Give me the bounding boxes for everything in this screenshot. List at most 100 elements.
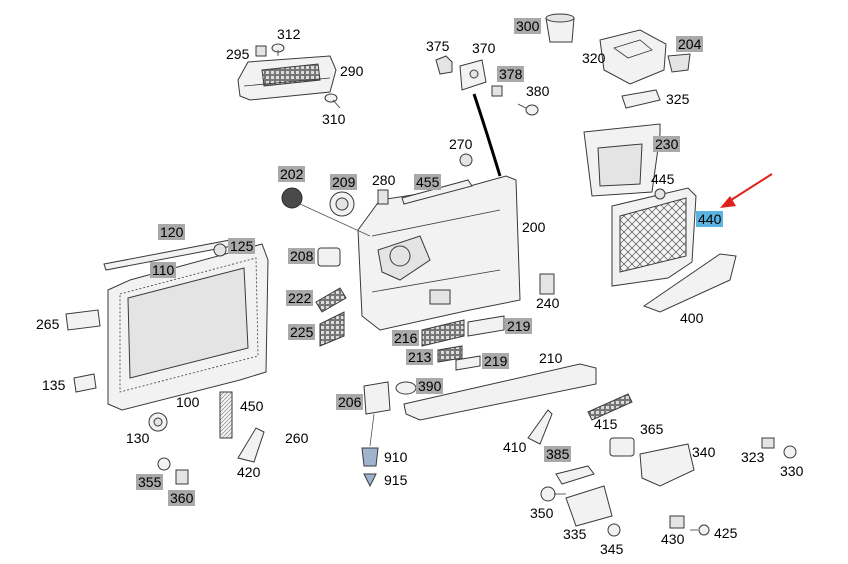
label-120[interactable]: 120	[158, 224, 186, 240]
label-425[interactable]: 425	[714, 525, 738, 541]
label-450[interactable]: 450	[240, 398, 264, 414]
label-440[interactable]: 440	[696, 211, 724, 227]
part-365-button[interactable]	[609, 437, 635, 457]
label-335[interactable]: 335	[563, 526, 587, 542]
label-270[interactable]: 270	[449, 136, 473, 152]
part-280-block[interactable]	[377, 189, 389, 205]
part-265-bracket[interactable]	[65, 309, 101, 331]
label-390[interactable]: 390	[416, 378, 444, 394]
label-320[interactable]: 320	[582, 50, 606, 66]
label-230[interactable]: 230	[653, 136, 681, 152]
part-350-bolt[interactable]	[540, 486, 566, 502]
part-415-vent[interactable]	[587, 393, 633, 421]
part-425-screw[interactable]	[690, 524, 710, 536]
part-385-latch[interactable]	[555, 465, 595, 485]
part-375-clip[interactable]	[435, 55, 453, 75]
label-213[interactable]: 213	[406, 349, 434, 365]
part-216-grille[interactable]	[421, 319, 465, 347]
part-230-frame[interactable]	[583, 123, 661, 197]
label-216[interactable]: 216	[392, 330, 420, 346]
part-225-grille[interactable]	[319, 311, 345, 347]
part-290-air-vent-assembly[interactable]	[237, 55, 337, 101]
label-265[interactable]: 265	[36, 316, 60, 332]
part-208-switch[interactable]	[317, 247, 341, 267]
label-135[interactable]: 135	[42, 377, 66, 393]
label-378[interactable]: 378	[497, 66, 525, 82]
part-219-cover-upper[interactable]	[467, 315, 505, 337]
label-110[interactable]: 110	[150, 262, 177, 278]
label-300[interactable]: 300	[514, 18, 542, 34]
label-375[interactable]: 375	[426, 38, 450, 54]
label-130[interactable]: 130	[126, 430, 150, 446]
label-312[interactable]: 312	[277, 26, 301, 42]
part-410-bracket[interactable]	[527, 409, 553, 445]
part-378-cap[interactable]	[491, 85, 503, 97]
part-355-screw[interactable]	[157, 457, 171, 471]
part-345-screw[interactable]	[607, 523, 621, 537]
label-350[interactable]: 350	[530, 505, 554, 521]
label-420[interactable]: 420	[237, 464, 261, 480]
label-280[interactable]: 280	[372, 172, 396, 188]
label-410[interactable]: 410	[503, 439, 527, 455]
part-440-net-pocket[interactable]	[611, 187, 697, 287]
label-219-upper[interactable]: 219	[505, 318, 533, 334]
label-345[interactable]: 345	[600, 541, 624, 557]
label-204[interactable]: 204	[676, 36, 704, 52]
part-340-plate[interactable]	[639, 443, 695, 487]
part-360-clip[interactable]	[175, 469, 189, 485]
part-206-socket[interactable]	[363, 381, 391, 447]
label-206[interactable]: 206	[336, 394, 364, 410]
part-222-vent[interactable]	[315, 287, 347, 313]
label-260[interactable]: 260	[285, 430, 309, 446]
label-310[interactable]: 310	[322, 111, 346, 127]
part-380-screw[interactable]	[517, 103, 539, 116]
part-110-frame[interactable]	[119, 257, 259, 393]
part-209-speaker[interactable]	[329, 191, 355, 217]
label-330[interactable]: 330	[780, 463, 804, 479]
label-365[interactable]: 365	[640, 421, 664, 437]
label-240[interactable]: 240	[536, 295, 560, 311]
part-370-handle[interactable]	[459, 59, 487, 91]
part-130-knob[interactable]	[148, 412, 168, 432]
label-225[interactable]: 225	[288, 324, 316, 340]
part-450-strip[interactable]	[219, 391, 233, 439]
part-335-bracket[interactable]	[565, 485, 613, 527]
label-915[interactable]: 915	[384, 472, 408, 488]
part-310-screw[interactable]	[324, 93, 341, 109]
label-455[interactable]: 455	[414, 174, 442, 190]
part-325-bracket[interactable]	[621, 89, 661, 109]
label-400[interactable]: 400	[680, 310, 704, 326]
label-222[interactable]: 222	[286, 290, 314, 306]
label-295[interactable]: 295	[226, 46, 250, 62]
label-445[interactable]: 445	[651, 171, 675, 187]
label-355[interactable]: 355	[136, 474, 164, 490]
part-323-clip[interactable]	[761, 437, 775, 449]
part-202-speaker-grille[interactable]	[281, 187, 371, 237]
part-240-clip[interactable]	[539, 273, 555, 295]
label-290[interactable]: 290	[340, 63, 364, 79]
part-295-clip[interactable]	[255, 45, 267, 57]
label-340[interactable]: 340	[692, 444, 716, 460]
label-430[interactable]: 430	[661, 531, 685, 547]
part-320-console[interactable]	[599, 29, 667, 85]
label-219-lower[interactable]: 219	[482, 353, 510, 369]
part-330-screw[interactable]	[783, 445, 797, 459]
part-400-trim-strip[interactable]	[642, 253, 737, 313]
part-915-plug[interactable]	[363, 473, 377, 488]
label-100[interactable]: 100	[176, 394, 200, 410]
label-910[interactable]: 910	[384, 449, 408, 465]
label-210[interactable]: 210	[539, 350, 563, 366]
label-360[interactable]: 360	[168, 490, 196, 506]
part-219-cover-lower[interactable]	[455, 355, 481, 371]
label-380[interactable]: 380	[526, 83, 550, 99]
label-323[interactable]: 323	[741, 449, 765, 465]
part-300-cup-holder[interactable]	[545, 13, 575, 43]
label-125[interactable]: 125	[228, 238, 256, 254]
part-312-screw[interactable]	[271, 43, 285, 56]
part-910-connector[interactable]	[361, 447, 379, 467]
label-209[interactable]: 209	[330, 174, 358, 190]
label-385[interactable]: 385	[544, 446, 572, 462]
part-125-clip[interactable]	[213, 243, 227, 257]
label-415[interactable]: 415	[594, 416, 618, 432]
label-208[interactable]: 208	[288, 248, 316, 264]
